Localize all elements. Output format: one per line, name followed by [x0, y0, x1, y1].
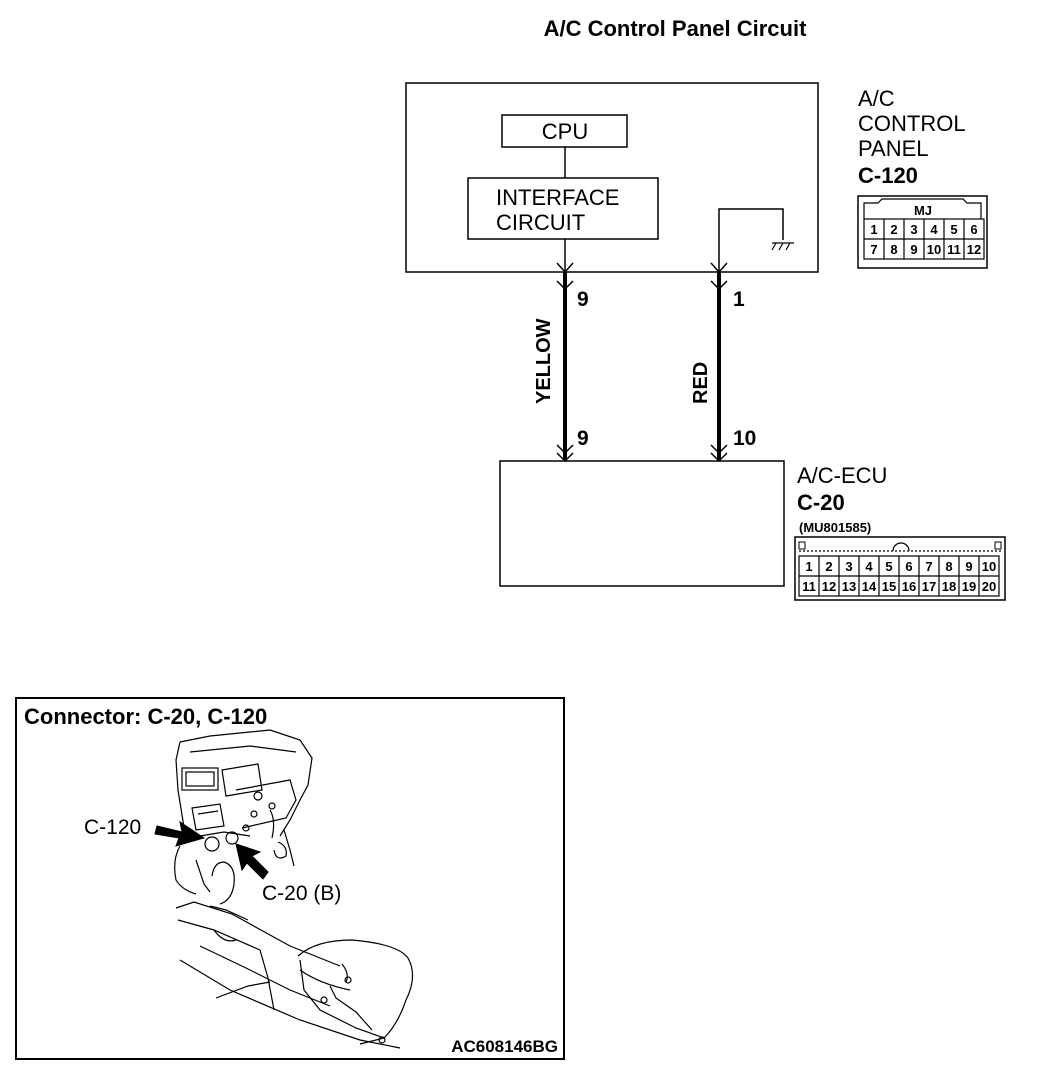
c20-pin-6: 6 [905, 559, 912, 574]
dashboard-console-illustration [174, 729, 414, 1049]
c20-pin-10: 10 [982, 559, 996, 574]
c120-pin-7: 7 [870, 242, 877, 257]
c120-pin-10: 10 [927, 242, 941, 257]
c120-tag: MJ [914, 203, 932, 218]
panel-name-line2: CONTROL [858, 111, 966, 136]
callout-c120-label: C-120 [84, 816, 141, 839]
ecu-name: A/C-ECU [797, 463, 887, 488]
interface-circuit-box [467, 177, 659, 240]
c120-pin-9: 9 [910, 242, 917, 257]
interface-label-line2: CIRCUIT [496, 210, 585, 235]
c20-pin-15: 15 [882, 579, 896, 594]
callout-c120-arrow [154, 820, 206, 847]
location-figure-frame [15, 697, 565, 1060]
ecu-connector-id: C-20 [797, 490, 845, 515]
pin-label-panel-1: 1 [733, 288, 745, 311]
c20-pin-9: 9 [965, 559, 972, 574]
c20-pin-5: 5 [885, 559, 892, 574]
ground-wire [718, 208, 784, 272]
callout-c20-arrow [235, 843, 269, 880]
panel-name-line3: PANEL [858, 136, 929, 161]
ground-icon [771, 242, 794, 251]
pin-label-ecu-10: 10 [733, 427, 756, 450]
c20-pin-12: 12 [822, 579, 836, 594]
c120-pin-5: 5 [950, 222, 957, 237]
c120-pin-6: 6 [970, 222, 977, 237]
c20-pin-11: 11 [802, 579, 816, 594]
c20-pin-14: 14 [862, 579, 877, 594]
c120-connector-face: MJ [857, 195, 988, 269]
c20-pin-7: 7 [925, 559, 932, 574]
c20-pin-18: 18 [942, 579, 956, 594]
c120-pin-3: 3 [910, 222, 917, 237]
cpu-label: CPU [542, 119, 588, 144]
pin-label-ecu-9: 9 [577, 427, 589, 450]
ecu-part-number: (MU801585) [799, 520, 871, 535]
wire-color-red: RED [690, 362, 712, 404]
interface-label-line1: INTERFACE [496, 185, 619, 210]
wire-color-yellow: YELLOW [533, 318, 555, 404]
c20-pin-19: 19 [962, 579, 976, 594]
ecu-box [499, 460, 785, 587]
panel-name-line1: A/C [858, 86, 895, 111]
c120-pin-8: 8 [890, 242, 897, 257]
c20-connector-face [794, 536, 1006, 601]
c20-pin-8: 8 [945, 559, 952, 574]
c120-pin-2: 2 [890, 222, 897, 237]
c20-pin-3: 3 [845, 559, 852, 574]
callout-c20-label: C-20 (B) [262, 882, 341, 905]
diagram-title: A/C Control Panel Circuit [544, 16, 807, 41]
figure-code: AC608146BG [451, 1037, 558, 1056]
c20-pin-4: 4 [865, 559, 873, 574]
control-panel-box [405, 82, 819, 273]
c20-pin-13: 13 [842, 579, 856, 594]
c120-pin-1: 1 [870, 222, 877, 237]
location-heading: Connector: C-20, C-120 [24, 704, 267, 729]
panel-connector-id: C-120 [858, 163, 918, 188]
pin-label-panel-9: 9 [577, 288, 589, 311]
c120-pin-4: 4 [930, 222, 938, 237]
c20-pin-20: 20 [982, 579, 996, 594]
c20-pin-17: 17 [922, 579, 936, 594]
c20-pin-1: 1 [805, 559, 812, 574]
c20-pin-16: 16 [902, 579, 916, 594]
c20-pin-2: 2 [825, 559, 832, 574]
c120-pin-11: 11 [947, 242, 961, 257]
c120-pin-12: 12 [967, 242, 981, 257]
